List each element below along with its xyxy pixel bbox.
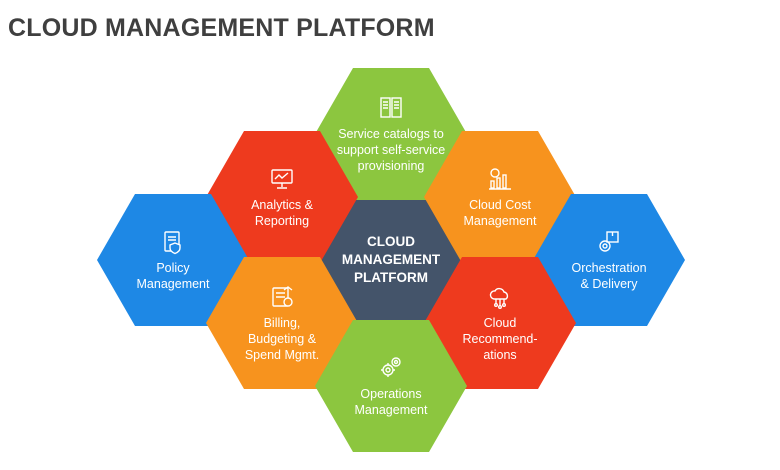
orchestration-delivery-label: Orchestration & Delivery [571, 260, 647, 291]
operations-management-label: Operations Management [354, 386, 428, 417]
gears-icon [381, 356, 401, 377]
delivery-gear-icon [599, 230, 619, 252]
page-title: CLOUD MANAGEMENT PLATFORM [8, 14, 435, 42]
policy-management-label: Policy Management [136, 260, 210, 291]
billing-icon [272, 285, 293, 307]
cloud-cost-management-label: Cloud Cost Management [463, 197, 537, 228]
cloud-recommendations-label: Cloud Recommend- ations [462, 315, 538, 362]
service-catalogs-label: Service catalogs to support self-service… [336, 126, 446, 173]
billing-budgeting-label: Billing, Budgeting & Spend Mgmt. [244, 315, 320, 362]
cloud-network-icon [489, 287, 509, 309]
analytics-icon [271, 168, 293, 189]
hex-operations-management: Operations Management [315, 320, 467, 452]
analytics-reporting-label: Analytics & Reporting [251, 197, 313, 228]
policy-shield-icon [164, 230, 181, 254]
catalog-icon [380, 96, 402, 118]
center-label: CLOUD MANAGEMENT PLATFORM [341, 234, 441, 285]
cost-chart-icon [489, 167, 511, 190]
